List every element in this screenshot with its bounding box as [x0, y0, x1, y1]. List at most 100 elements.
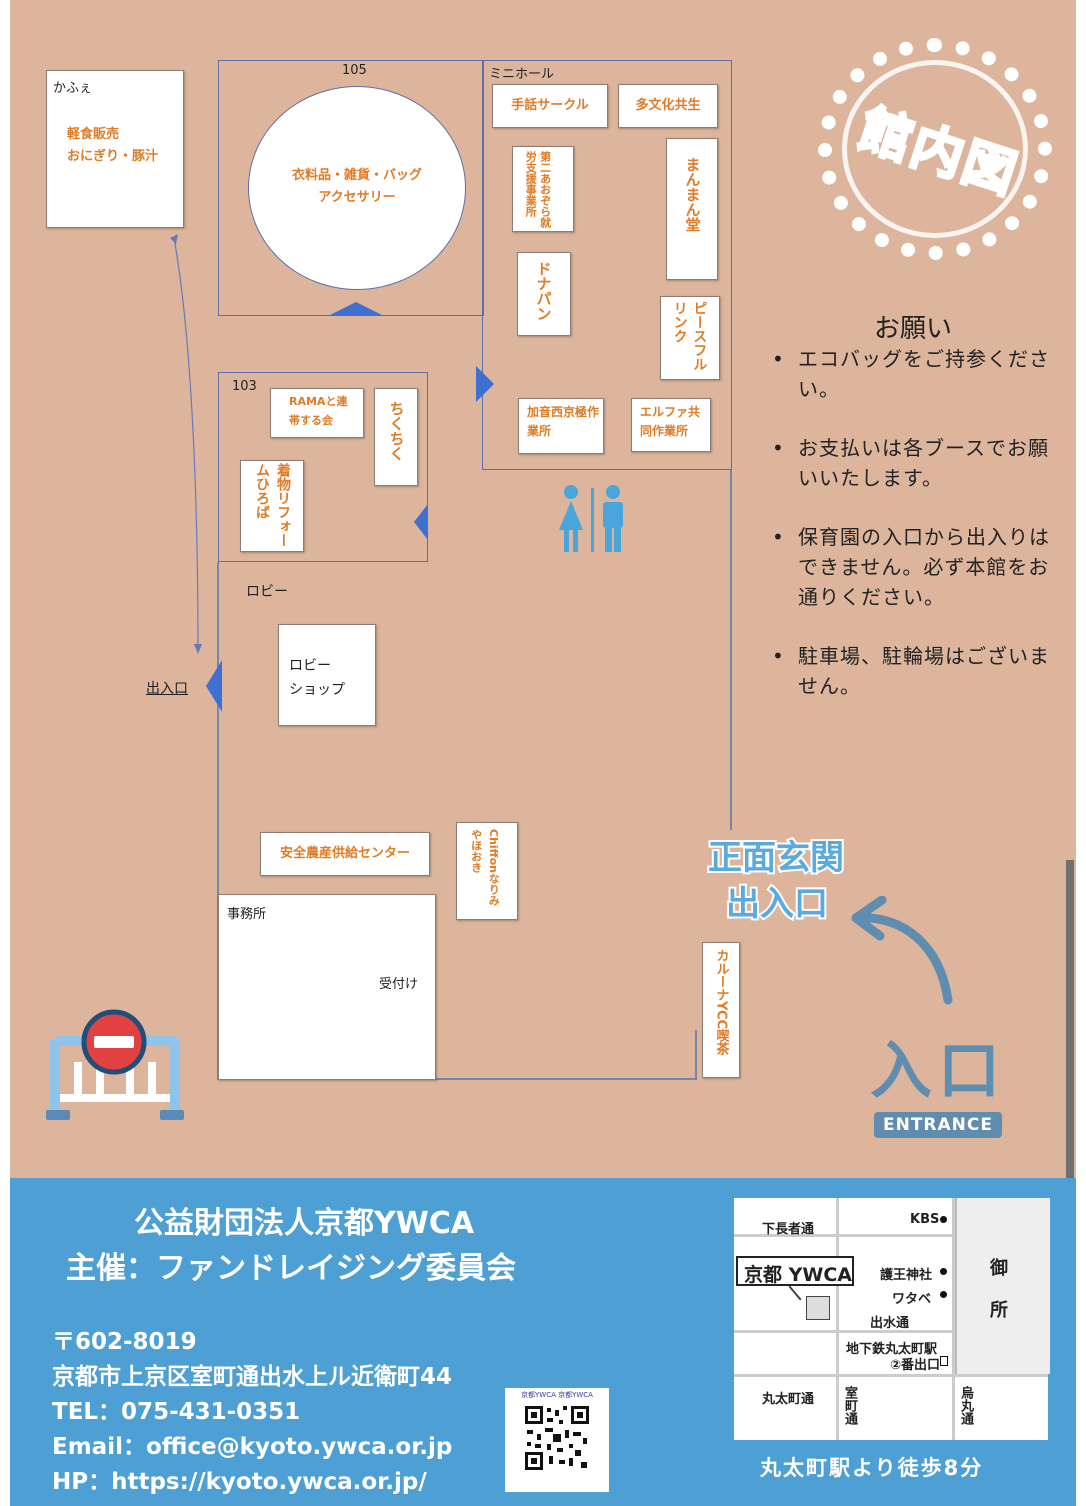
map-subway-line2: ②番出口 — [890, 1358, 941, 1373]
footer-email: Email：office@kyoto.ywca.or.jp — [52, 1434, 453, 1460]
booth-tabunka: 多文化共生 — [618, 84, 718, 128]
footer-address: 京都市上京区室町通出水上ル近衛町44 — [52, 1364, 453, 1390]
request-item: エコバッグをご持参ください。 — [772, 344, 1062, 404]
map-watabe-dot — [940, 1291, 947, 1298]
room-105-door-arrow — [328, 302, 384, 316]
map-gosho-2: 所 — [990, 1300, 1008, 1321]
booth-kimono: 着物リフォームひろば — [240, 460, 304, 552]
mini-hall-door-arrow — [476, 366, 494, 402]
front-entrance-line1: 正面玄関 — [706, 836, 846, 880]
footer-hp: HP：https://kyoto.ywca.or.jp/ — [52, 1469, 427, 1495]
mini-hall-label: ミニホール — [489, 67, 555, 82]
reception-label: 受付け — [379, 977, 419, 992]
map-demizu: 出水通 — [870, 1316, 910, 1331]
path-arrow-icon — [170, 234, 202, 654]
map-kbs: KBS — [910, 1212, 940, 1227]
booth-donapan-text: ドナパン — [534, 261, 553, 321]
booth-karuna-text: カルーナYCC喫茶 — [713, 949, 729, 1056]
road-horizontal-top — [734, 1234, 954, 1237]
booth-aozora-text: 第二あおぞら就労支援事業所 — [524, 151, 552, 228]
qr-code: 京都YWCA 京都YWCA — [505, 1388, 609, 1492]
curved-arrow-icon — [851, 896, 953, 1005]
lobby-shop: ロビー ショップ — [278, 624, 376, 726]
east-wall-line — [730, 470, 732, 830]
front-entrance-line2: 出入口 — [724, 882, 830, 926]
map-watabe: ワタベ — [892, 1292, 932, 1307]
booth-peaceful: ピースフルリンク — [660, 296, 720, 380]
map-goou-dot — [940, 1268, 947, 1275]
qr-caption: 京都YWCA 京都YWCA — [521, 1391, 593, 1399]
cafe-line1: 軽食販売 — [67, 127, 120, 142]
map-kbs-dot — [940, 1216, 947, 1223]
booth-rama: RAMAと連帯する会 — [270, 388, 364, 438]
road-horizontal-bottom — [734, 1374, 1048, 1377]
booth-chikuchiku: ちくちく — [374, 388, 418, 486]
booth-kanon: 加音西京極作業所 — [518, 398, 604, 454]
mini-hall — [482, 60, 732, 470]
south-east-line — [695, 1030, 697, 1080]
booth-elfa-text: エルファ共同作業所 — [640, 405, 701, 439]
room-103-label: 103 — [232, 379, 257, 394]
map-ywca: 京都 YWCA — [744, 1264, 852, 1286]
room-105-circle-line1: 衣料品・雑貨・バッグ — [291, 168, 422, 183]
booth-karuna: カルーナYCC喫茶 — [702, 942, 740, 1078]
room-103 — [218, 372, 428, 562]
map-gosho-1: 御 — [990, 1258, 1008, 1279]
request-item: 駐車場、駐輪場はございません。 — [772, 641, 1062, 701]
gosho-area — [955, 1198, 1050, 1374]
qr-code-icon — [523, 1404, 591, 1472]
booth-kanon-text: 加音西京極作業所 — [527, 405, 600, 439]
booth-shuwa: 手話サークル — [492, 84, 608, 128]
office-box: 事務所 受付け — [218, 894, 436, 1080]
booth-chiffon: Chiffonなりみやほおき — [456, 822, 518, 920]
booth-manman-text: まんまん堂 — [683, 157, 702, 232]
road-vertical-karasuma — [952, 1198, 955, 1440]
room-103-door-arrow — [414, 504, 428, 540]
room-105-label: 105 — [342, 63, 367, 78]
booth-kimono-text: 着物リフォームひろば — [254, 463, 291, 547]
south-wall-line — [434, 1078, 696, 1080]
map-muromachi: 室町通 — [842, 1386, 857, 1425]
booth-chiffon-text: Chiffonなりみやほおき — [469, 829, 501, 906]
stamp-ring — [842, 60, 1028, 238]
cafe-box: かふぇ 軽食販売 おにぎり・豚汁 — [46, 70, 184, 228]
booth-rama-text: RAMAと連帯する会 — [289, 395, 348, 427]
map-subway-line1: 地下鉄丸太町駅 — [846, 1342, 938, 1357]
request-item: 保育園の入口から出入りはできません。必ず本館をお通りください。 — [772, 522, 1062, 612]
requests-title: お願い — [874, 314, 953, 344]
access-map: 下長者通 KBS 京都 YWCA 護王神社 ワタベ 出水通 地下鉄丸太町駅 ②番… — [734, 1198, 1050, 1440]
entrance-english-badge: ENTRANCE — [874, 1112, 1002, 1138]
lobby-label: ロビー — [246, 584, 288, 600]
west-entrance-arrow — [206, 660, 222, 712]
footer-host: 主催：ファンドレイジング委員会 — [66, 1251, 516, 1286]
map-karasuma: 烏丸通 — [958, 1386, 973, 1425]
booth-aozora: 第二あおぞら就労支援事業所 — [512, 146, 574, 232]
cafe-title: かふぇ — [53, 81, 93, 96]
footer-org: 公益財団法人京都YWCA — [134, 1206, 475, 1241]
requests-list: エコバッグをご持参ください。 お支払いは各ブースでお願いいたします。 保育園の入… — [772, 344, 1062, 730]
map-pointer — [788, 1285, 802, 1301]
room-105-circle-line2: アクセサリー — [318, 190, 396, 205]
footer-tel: TEL：075‐431‐0351 — [52, 1399, 301, 1425]
no-entry-barrier-icon — [46, 1009, 184, 1120]
booth-elfa: エルファ共同作業所 — [631, 398, 711, 452]
road-horizontal-mid — [734, 1330, 954, 1333]
restroom-icon — [559, 485, 623, 552]
map-ywca-building — [806, 1296, 830, 1320]
booth-anzen: 安全農産供給センター — [260, 832, 430, 876]
page-edge — [1066, 860, 1074, 1180]
booth-chikuchiku-text: ちくちく — [387, 401, 406, 461]
cafe-line2: おにぎり・豚汁 — [67, 149, 159, 164]
request-item: お支払いは各ブースでお願いいたします。 — [772, 433, 1062, 493]
map-caption: 丸太町駅より徒歩8分 — [760, 1456, 984, 1480]
west-entrance-label: 出入口 — [146, 681, 188, 697]
entrance-kanji: 入口 — [870, 1034, 1007, 1107]
road-vertical-muromachi — [836, 1198, 839, 1440]
footer-postal: 〒602‐8019 — [52, 1329, 197, 1355]
booth-donapan: ドナパン — [517, 252, 571, 336]
map-shimochoja: 下長者通 — [762, 1222, 815, 1237]
map-goou: 護王神社 — [880, 1268, 933, 1283]
map-marutamachi: 丸太町通 — [762, 1392, 815, 1407]
lobby-shop-line2: ショップ — [289, 682, 345, 698]
